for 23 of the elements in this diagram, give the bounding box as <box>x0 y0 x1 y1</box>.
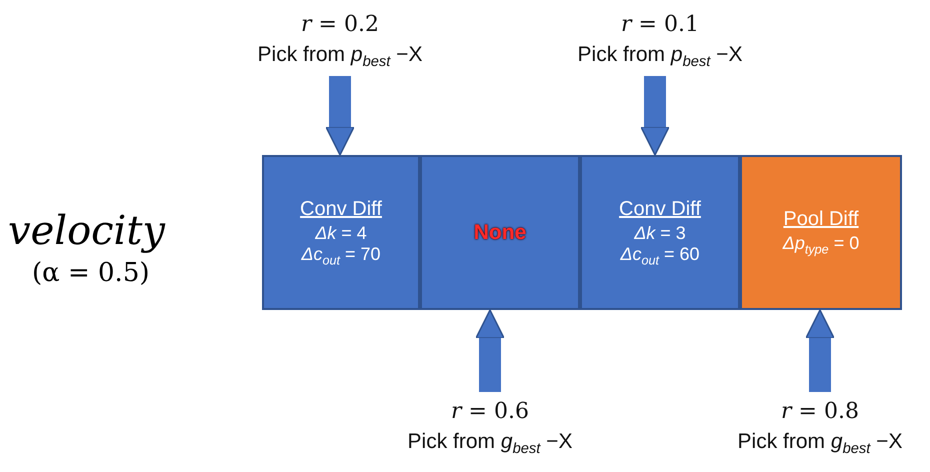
probability-text: r = 0.1 <box>621 12 699 37</box>
layer-box <box>262 155 420 310</box>
parameter-text: Δk = 4 <box>315 222 367 244</box>
layer-title: Conv Diff <box>619 198 701 221</box>
parameter-text: Δk = 3 <box>634 222 686 244</box>
parameter-text: Δc$_{out}$ = 60 <box>620 244 700 268</box>
parameter-text: Δc$_{out}$ = 70 <box>301 244 381 268</box>
pick-rule-text: Pick from p$_{best}$ −X <box>578 42 742 70</box>
layer-title: Conv Diff <box>300 198 382 221</box>
pick-rule-text: Pick from p$_{best}$ −X <box>258 42 422 70</box>
parameter-text: Δp$_{type}$ = 0 <box>782 233 860 257</box>
velocity-label: velocity <box>8 208 166 254</box>
pick-rule-text: Pick from g$_{best}$ −X <box>408 430 572 458</box>
layer-box <box>740 155 902 310</box>
probability-text: r = 0.8 <box>781 398 859 424</box>
alpha-label: (α = 0.5) <box>32 258 150 288</box>
layer-title: Pool Diff <box>783 208 859 232</box>
probability-text: r = 0.2 <box>301 12 379 37</box>
layer-box <box>580 155 740 310</box>
empty-label: None <box>474 220 526 244</box>
probability-text: r = 0.6 <box>451 398 529 424</box>
pick-rule-text: Pick from g$_{best}$ −X <box>738 430 902 458</box>
layer-box <box>420 155 580 310</box>
